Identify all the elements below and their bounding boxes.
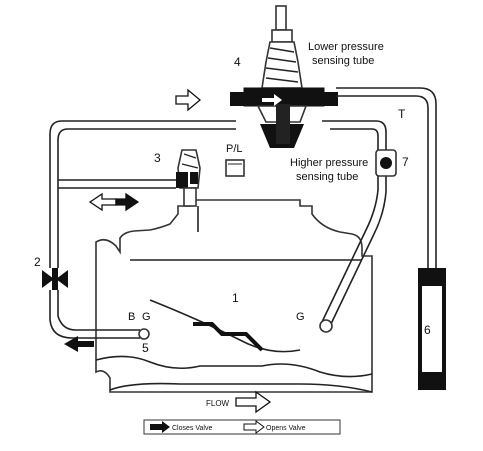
label-4: 4 bbox=[234, 55, 241, 69]
lower-pressure-label-1: Lower pressure bbox=[308, 41, 384, 53]
position-indicator bbox=[225, 159, 245, 177]
ball-valve-2 bbox=[40, 268, 70, 290]
legend: Closes Valve Opens Valve bbox=[143, 419, 341, 435]
main-valve-body bbox=[95, 199, 373, 393]
opens-valve-arrow-icon bbox=[243, 420, 265, 434]
valve-disc-indicator bbox=[193, 322, 264, 352]
label-5: 5 bbox=[142, 341, 149, 355]
legend-opens-label: Opens Valve bbox=[266, 425, 306, 432]
closes-valve-arrow-icon bbox=[150, 421, 170, 433]
higher-pressure-label-1: Higher pressure bbox=[290, 157, 368, 169]
label-6: 6 bbox=[424, 323, 431, 337]
legend-closes-label: Closes Valve bbox=[172, 425, 212, 432]
label-pl: P/L bbox=[226, 143, 243, 155]
label-7: 7 bbox=[402, 155, 409, 169]
gauge-valve-6 bbox=[418, 268, 446, 390]
label-b: B bbox=[128, 311, 135, 323]
label-g-left: G bbox=[142, 311, 151, 323]
shutoff-valve-7 bbox=[375, 149, 397, 177]
label-2: 2 bbox=[34, 255, 41, 269]
flow-arrows bbox=[64, 88, 272, 414]
label-t: T bbox=[398, 107, 406, 121]
control-piping bbox=[49, 87, 437, 340]
label-g-right: G bbox=[296, 311, 305, 323]
diagram-labels: Lower pressure sensing tube Higher press… bbox=[34, 41, 431, 408]
higher-pressure-label-2: sensing tube bbox=[296, 171, 358, 183]
lower-pressure-label-2: sensing tube bbox=[312, 55, 374, 67]
label-1: 1 bbox=[232, 291, 239, 305]
needle-valve-3 bbox=[176, 149, 201, 207]
label-3: 3 bbox=[154, 151, 161, 165]
flow-label: FLOW bbox=[206, 399, 230, 408]
pilot-valve bbox=[230, 5, 338, 148]
